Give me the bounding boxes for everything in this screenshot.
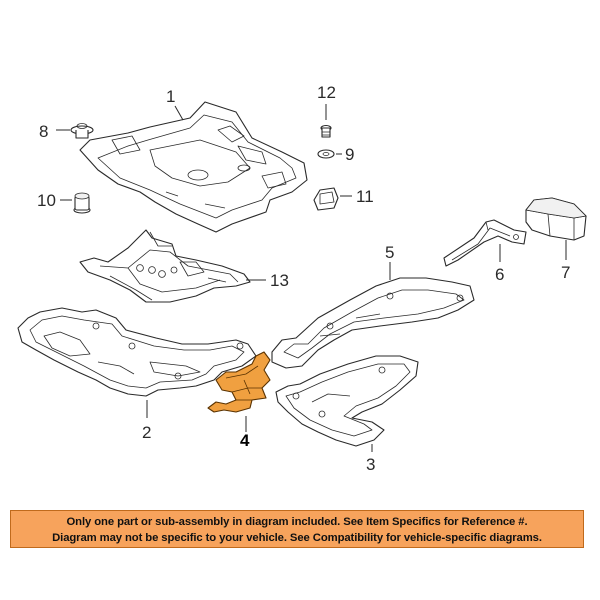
part-1-shield (79, 101, 308, 233)
callout-4: 4 (240, 431, 250, 450)
callout-9: 9 (345, 145, 354, 164)
part-5-side-shield (271, 277, 475, 369)
part-9-washer (317, 149, 335, 159)
callout-8: 8 (39, 122, 48, 141)
leader-lines (56, 104, 567, 452)
callout-5: 5 (385, 243, 394, 262)
part-10-nut (73, 192, 91, 214)
part-3-lower-shield (275, 355, 419, 447)
part-8-push-clip (70, 123, 94, 139)
part-2-shield (17, 307, 257, 397)
callout-7: 7 (561, 263, 570, 282)
notice-line-1: Only one part or sub-assembly in diagram… (66, 516, 528, 528)
callout-2: 2 (142, 423, 151, 442)
callout-6: 6 (495, 265, 504, 284)
callout-13: 13 (270, 271, 289, 290)
part-13-bracket (79, 229, 251, 303)
part-12-bolt (320, 124, 332, 138)
notice-banner: Only one part or sub-assembly in diagram… (10, 510, 584, 548)
notice-line-2: Diagram may not be specific to your vehi… (52, 532, 542, 544)
part-7-cover (525, 197, 587, 241)
part-4-highlighted (207, 351, 271, 413)
part-6-bracket (443, 219, 527, 267)
callout-1: 1 (166, 87, 175, 106)
part-11-clip-nut (313, 187, 339, 211)
callout-12: 12 (317, 83, 336, 102)
callout-11: 11 (356, 187, 374, 206)
callout-3: 3 (366, 455, 375, 474)
callout-10: 10 (37, 191, 56, 210)
